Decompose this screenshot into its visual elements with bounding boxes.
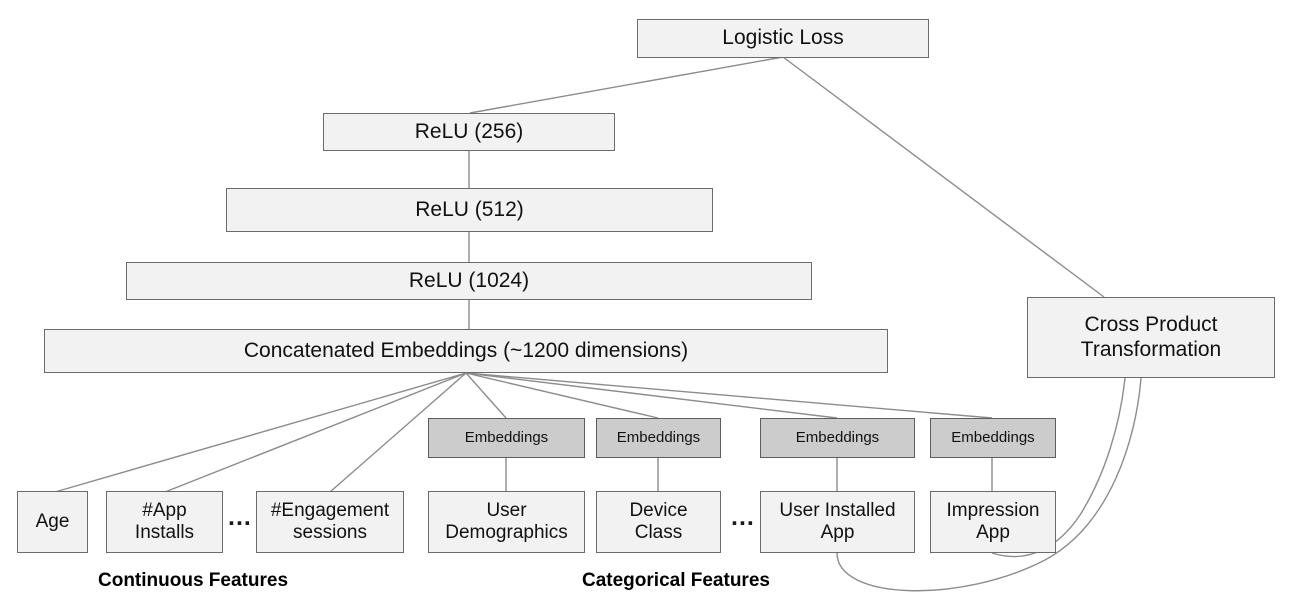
node-concatenated-embeddings[interactable]: Concatenated Embeddings (~1200 dimension… [44,329,888,373]
edge-concat-to-appinstalls [164,372,467,493]
node-relu-256-label: ReLU (256) [414,119,524,143]
node-feature-device-class-label: Device Class [629,499,688,543]
node-embeddings-2[interactable]: Embeddings [596,418,721,458]
edge-concat-to-age [54,372,467,493]
edge-userinstalledapp-to-crossproduct [836,377,1142,592]
node-feature-device-class[interactable]: Device Class [596,491,721,553]
node-feature-impression-app[interactable]: Impression App [930,491,1056,553]
edge-concat-to-embeddings-3 [465,372,838,419]
node-relu-1024-label: ReLU (1024) [408,268,530,292]
node-feature-impression-app-label: Impression App [946,499,1040,543]
node-relu-1024[interactable]: ReLU (1024) [126,262,812,300]
node-feature-user-installed-app-label: User Installed App [779,499,896,543]
node-embeddings-1[interactable]: Embeddings [428,418,585,458]
caption-continuous-features: Continuous Features [98,570,289,591]
node-feature-engagement-sessions-label: #Engagement sessions [270,499,390,543]
node-logistic-loss[interactable]: Logistic Loss [637,19,929,58]
ellipsis-continuous: ... [228,503,252,531]
node-feature-app-installs-label: #App Installs [134,499,195,543]
node-embeddings-4-label: Embeddings [951,429,1035,447]
node-feature-user-demographics-label: User Demographics [445,499,568,543]
node-embeddings-3[interactable]: Embeddings [760,418,915,458]
node-feature-user-demographics[interactable]: User Demographics [428,491,585,553]
node-feature-app-installs[interactable]: #App Installs [106,491,223,553]
node-feature-user-installed-app[interactable]: User Installed App [760,491,915,553]
node-feature-age-label: Age [35,510,70,532]
edge-loss-to-crossproduct [782,56,1105,298]
edge-concat-to-embeddings-4 [465,372,993,419]
edge-loss-to-relu256 [469,56,784,114]
node-relu-256[interactable]: ReLU (256) [323,113,615,151]
edge-concat-to-embeddings-2 [465,372,659,419]
node-embeddings-1-label: Embeddings [464,429,549,447]
node-cross-product-transformation-label: Cross Product Transformation [1080,312,1222,361]
caption-categorical-features: Categorical Features [582,570,770,591]
node-relu-512[interactable]: ReLU (512) [226,188,713,232]
node-embeddings-2-label: Embeddings [616,429,701,447]
node-feature-age[interactable]: Age [17,491,88,553]
ellipsis-categorical: ... [731,503,755,531]
node-embeddings-3-label: Embeddings [795,429,880,447]
node-cross-product-transformation[interactable]: Cross Product Transformation [1027,297,1275,378]
node-relu-512-label: ReLU (512) [415,197,524,221]
node-feature-engagement-sessions[interactable]: #Engagement sessions [256,491,404,553]
node-concatenated-embeddings-label: Concatenated Embeddings (~1200 dimension… [243,338,689,362]
edge-concat-to-embeddings-1 [465,372,507,419]
node-logistic-loss-label: Logistic Loss [722,26,844,50]
node-embeddings-4[interactable]: Embeddings [930,418,1056,458]
